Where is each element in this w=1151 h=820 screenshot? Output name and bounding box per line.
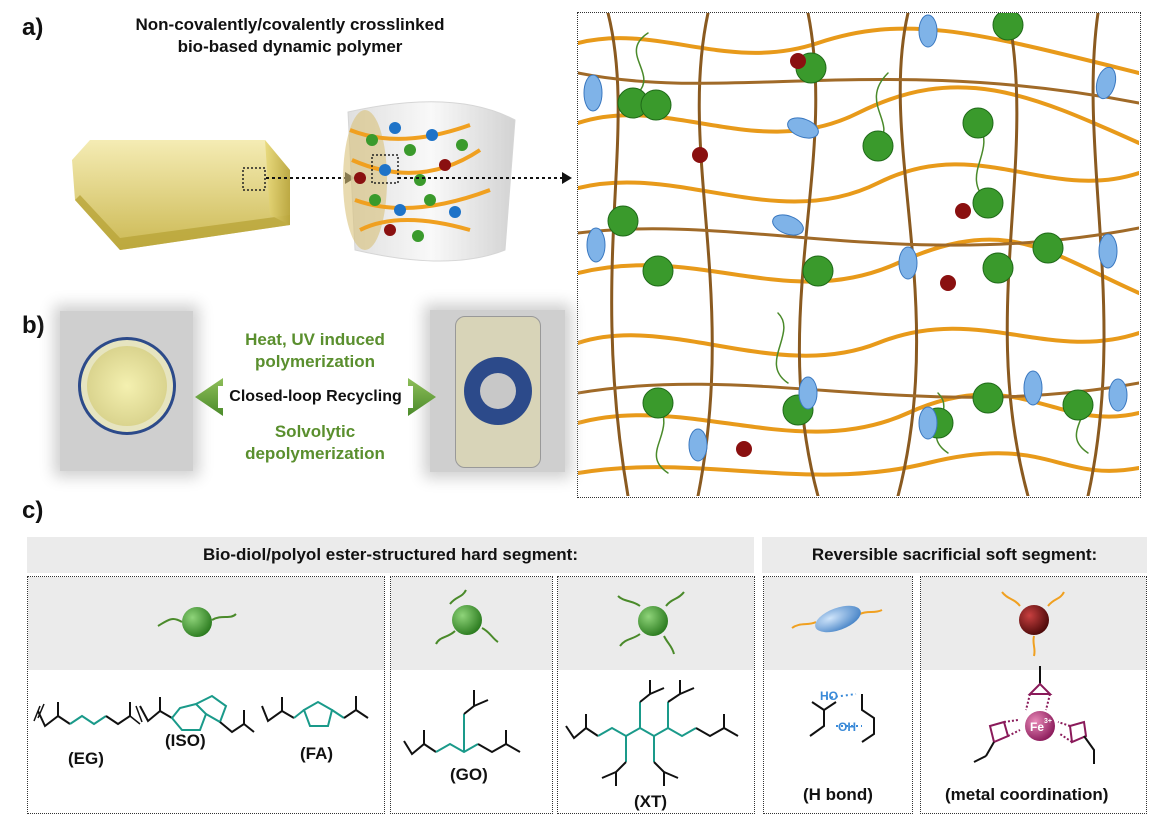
panel-label-a: a) <box>22 14 44 41</box>
branched-triol-bead-icon <box>435 589 499 645</box>
polymerization-text: Heat, UV induced polymerization <box>200 329 430 373</box>
panel-a-title-line2: bio-based dynamic polymer <box>177 37 403 56</box>
label-fa: (FA) <box>300 744 334 763</box>
fe-symbol: Fe <box>1030 720 1044 734</box>
panel-a-title: Non-covalently/covalently crosslinked bi… <box>100 14 480 58</box>
hbond-ho: HO <box>820 689 838 703</box>
label-metal-coordination: (metal coordination) <box>945 785 1109 804</box>
hard-segment-header: Bio-diol/polyol ester-structured hard se… <box>27 537 754 573</box>
network-diagram <box>576 9 1141 498</box>
fe-charge: 3+ <box>1044 718 1052 725</box>
segment-structures: HO OH Fe 3+ <box>33 589 1095 786</box>
go-structure <box>403 690 521 756</box>
depolymerization-text: Solvolytic depolymerization <box>200 421 430 465</box>
recycled-sample-photo <box>60 311 193 471</box>
soft-segment-header: Reversible sacrificial soft segment: <box>762 537 1147 573</box>
film-sample-photo <box>430 310 565 472</box>
sacrificial-ellipse-icon <box>791 605 883 633</box>
tetrafunctional-bead-icon <box>617 591 685 655</box>
xt-structure <box>565 680 739 786</box>
panel-a-title-line1: Non-covalently/covalently crosslinked <box>135 15 445 34</box>
cylinder-network <box>343 101 516 262</box>
depolymerization-line1: Solvolytic <box>274 422 356 441</box>
metal-bead-icon <box>1001 591 1065 657</box>
panel-a-illustration <box>72 101 572 262</box>
hbond-structure <box>809 693 875 743</box>
label-hbond: (H bond) <box>803 785 873 804</box>
recycled-particles <box>78 337 176 435</box>
fe-ion <box>1025 711 1055 741</box>
closed-loop-recycling-label: Closed-loop Recycling <box>218 386 413 408</box>
zoom-box-cylinder <box>371 154 399 184</box>
metal-coordination-structure <box>973 666 1095 764</box>
iso-structure <box>139 694 255 734</box>
label-iso: (ISO) <box>165 731 206 750</box>
label-xt: (XT) <box>634 792 668 811</box>
eg-structure <box>33 702 143 728</box>
film-sample <box>455 316 541 468</box>
panel-label-c: c) <box>22 497 44 524</box>
depolymerization-line2: depolymerization <box>245 444 385 463</box>
linear-diol-bead-icon <box>157 607 237 637</box>
fa-structure <box>261 696 369 727</box>
polymerization-line1: Heat, UV induced <box>245 330 385 349</box>
linear-diol-box <box>27 576 385 814</box>
hbond-oh: OH <box>838 720 856 734</box>
polymerization-line2: polymerization <box>255 352 375 371</box>
panel-label-b: b) <box>22 312 45 339</box>
label-go: (GO) <box>450 765 488 784</box>
label-eg: (EG) <box>68 749 104 768</box>
gel-block <box>72 140 290 250</box>
network-zoom-box <box>576 9 1141 498</box>
zoom-box-gel <box>242 167 266 191</box>
